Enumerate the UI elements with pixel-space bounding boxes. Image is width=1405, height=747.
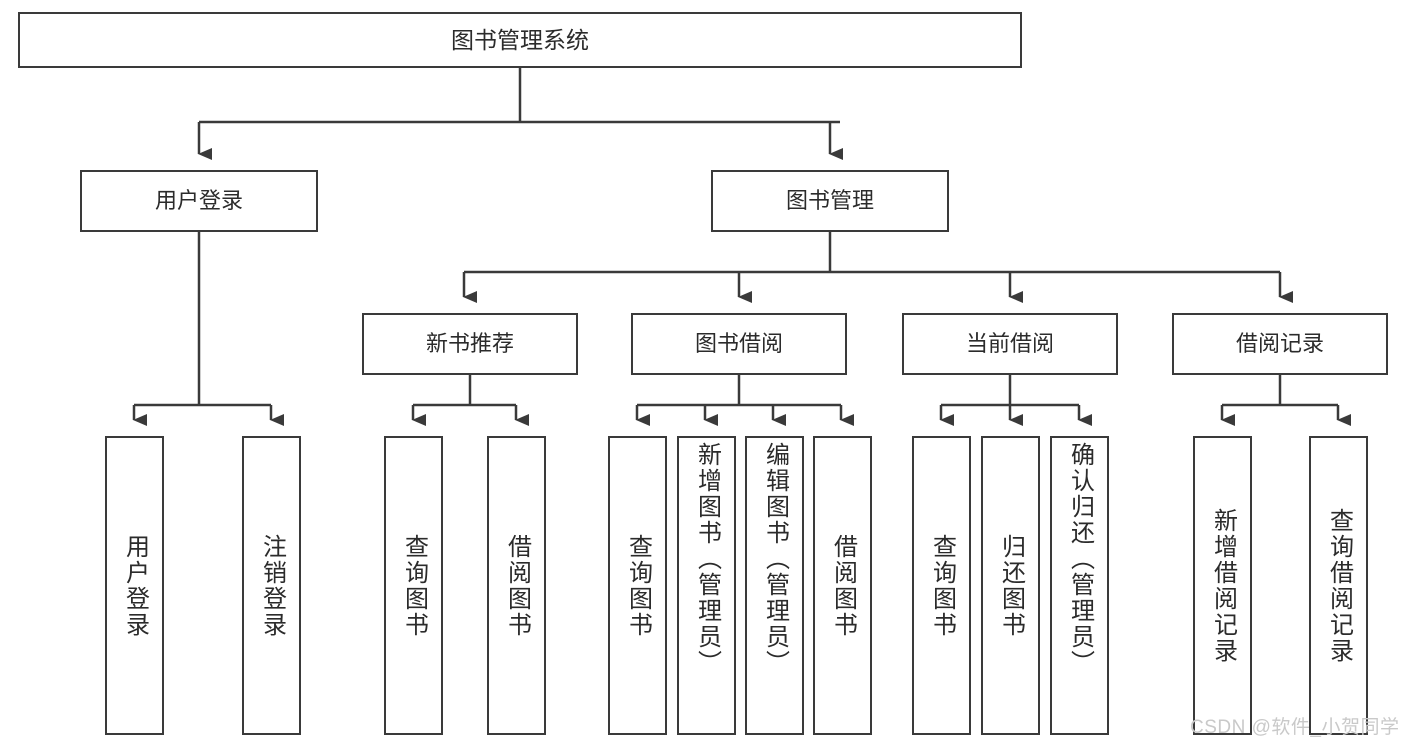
node-label: 确认归还（管理员） xyxy=(1066,442,1094,676)
leaf-logout[interactable]: 注销登录 xyxy=(242,436,301,735)
node-label: 查询借阅记录 xyxy=(1325,507,1353,664)
node-label: 图书管理 xyxy=(785,188,874,214)
node-borrowing-record[interactable]: 借阅记录 xyxy=(1172,313,1388,375)
leaf-query-book-current[interactable]: 查询图书 xyxy=(912,436,971,735)
node-label: 注销登录 xyxy=(258,533,286,638)
csdn-watermark: CSDN @软件_小贺同学 xyxy=(1190,717,1400,738)
leaf-add-borrow-record[interactable]: 新增借阅记录 xyxy=(1193,436,1252,735)
leaf-user-login[interactable]: 用户登录 xyxy=(105,436,164,735)
node-label: 新增借阅记录 xyxy=(1209,507,1237,664)
leaf-return-book[interactable]: 归还图书 xyxy=(981,436,1040,735)
node-new-book-recommendation[interactable]: 新书推荐 xyxy=(362,313,578,375)
node-label: 新增图书（管理员） xyxy=(693,442,721,676)
node-root-book-management-system[interactable]: 图书管理系统 xyxy=(18,12,1022,68)
node-label: 查询图书 xyxy=(400,533,428,638)
node-label: 借阅图书 xyxy=(829,533,857,638)
node-label: 用户登录 xyxy=(154,188,243,214)
leaf-query-borrow-record[interactable]: 查询借阅记录 xyxy=(1309,436,1368,735)
node-label: 图书管理系统 xyxy=(451,26,589,53)
leaf-borrow-book[interactable]: 借阅图书 xyxy=(813,436,872,735)
node-label: 编辑图书（管理员） xyxy=(761,442,789,676)
node-label: 查询图书 xyxy=(928,533,956,638)
leaf-query-book-borrow[interactable]: 查询图书 xyxy=(608,436,667,735)
node-label: 查询图书 xyxy=(624,533,652,638)
node-book-borrowing[interactable]: 图书借阅 xyxy=(631,313,847,375)
node-label: 当前借阅 xyxy=(965,331,1054,357)
node-label: 归还图书 xyxy=(997,533,1025,638)
node-book-management[interactable]: 图书管理 xyxy=(711,170,949,232)
node-user-login[interactable]: 用户登录 xyxy=(80,170,318,232)
leaf-add-book-admin[interactable]: 新增图书（管理员） xyxy=(677,436,736,735)
leaf-borrow-book-recommend[interactable]: 借阅图书 xyxy=(487,436,546,735)
node-label: 借阅图书 xyxy=(503,533,531,638)
leaf-query-book-recommend[interactable]: 查询图书 xyxy=(384,436,443,735)
node-label: 新书推荐 xyxy=(425,331,514,357)
node-current-borrowing[interactable]: 当前借阅 xyxy=(902,313,1118,375)
leaf-confirm-return-admin[interactable]: 确认归还（管理员） xyxy=(1050,436,1109,735)
node-label: 图书借阅 xyxy=(694,331,783,357)
node-label: 借阅记录 xyxy=(1235,331,1324,357)
leaf-edit-book-admin[interactable]: 编辑图书（管理员） xyxy=(745,436,804,735)
node-label: 用户登录 xyxy=(121,533,149,638)
